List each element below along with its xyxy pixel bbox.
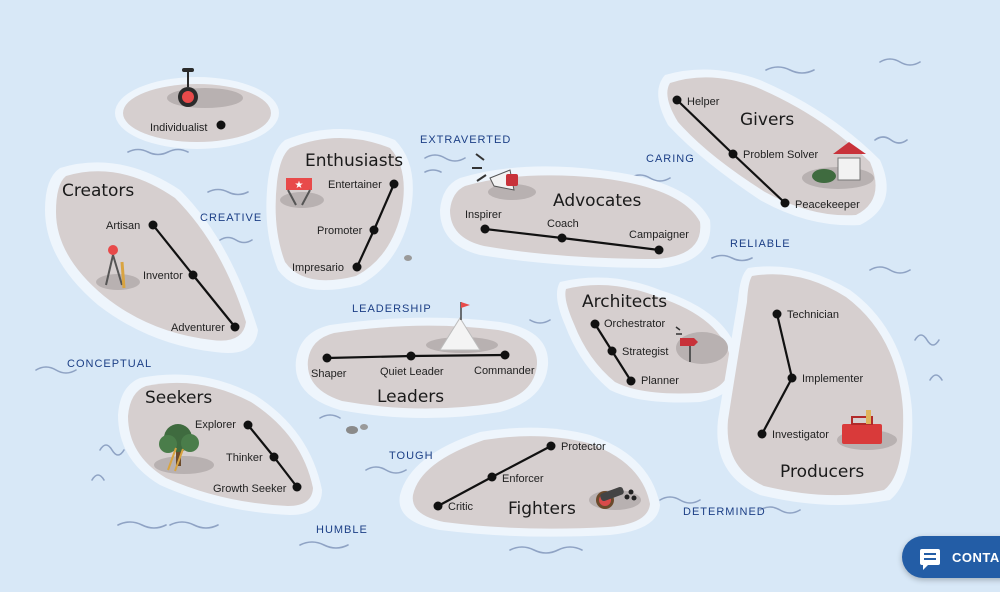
role-growth-seeker: Growth Seeker (213, 483, 287, 495)
svg-text:★: ★ (295, 180, 304, 191)
island-name-givers: Givers (740, 110, 794, 130)
island-producers: Producers Technician Implementer Investi… (717, 266, 913, 505)
island-individualist: Individualist (115, 68, 279, 149)
island-name-producers: Producers (780, 462, 864, 482)
toolbox-icon (842, 410, 882, 444)
island-creators: Creators Artisan Inventor Adventurer (45, 162, 258, 354)
role-enforcer: Enforcer (502, 473, 544, 485)
island-name-seekers: Seekers (145, 388, 212, 408)
island-name-leaders: Leaders (377, 387, 444, 407)
director-chair-icon: ★ (286, 178, 312, 206)
unicycle-icon (178, 68, 198, 107)
island-fighters: Fighters Protector Enforcer Critic (399, 427, 660, 537)
island-leaders: Leaders Shaper Quiet Leader Commander (295, 302, 549, 434)
wishing-well-icon (812, 142, 866, 183)
role-adventurer: Adventurer (171, 322, 225, 334)
role-protector: Protector (561, 441, 606, 453)
role-peacekeeper: Peacekeeper (795, 199, 860, 211)
role-artisan: Artisan (106, 220, 140, 232)
trait-tough: TOUGH (389, 450, 434, 462)
island-name-architects: Architects (582, 292, 667, 312)
contact-button[interactable]: CONTAC (902, 536, 1000, 578)
role-investigator: Investigator (772, 429, 829, 441)
compass-tool-icon (105, 245, 126, 289)
contact-button-label: CONTAC (952, 549, 1000, 565)
role-implementer: Implementer (802, 373, 863, 385)
role-individualist: Individualist (150, 122, 207, 134)
role-quiet-leader: Quiet Leader (380, 366, 444, 378)
island-name-advocates: Advocates (553, 191, 641, 211)
role-orchestrator: Orchestrator (604, 318, 665, 330)
island-architects: Architects Orchestrator Strategist Plann… (556, 277, 740, 403)
role-coach: Coach (547, 218, 579, 230)
island-name-fighters: Fighters (508, 499, 576, 519)
island-advocates: Advocates Inspirer Coach Campaigner (440, 153, 711, 268)
cannon-icon (596, 486, 637, 509)
role-promoter: Promoter (317, 225, 363, 237)
trait-conceptual: CONCEPTUAL (67, 358, 152, 370)
trait-reliable: RELIABLE (730, 238, 791, 250)
megaphone-icon (472, 153, 518, 191)
role-thinker: Thinker (226, 452, 263, 464)
trait-caring: CARING (646, 153, 695, 165)
signpost-icon (675, 326, 698, 362)
trait-creative: CREATIVE (200, 212, 262, 224)
trait-extraverted: EXTRAVERTED (420, 134, 511, 146)
island-enthusiasts: ★ Enthusiasts Entertainer Promoter Impre… (266, 129, 413, 290)
island-seekers: Seekers Explorer Thinker Growth Seeker (118, 374, 322, 515)
role-technician: Technician (787, 309, 839, 321)
role-critic: Critic (448, 501, 474, 513)
role-campaigner: Campaigner (629, 229, 689, 241)
role-commander: Commander (474, 365, 535, 377)
trait-humble: HUMBLE (316, 524, 368, 536)
role-inventor: Inventor (143, 270, 183, 282)
trait-determined: DETERMINED (683, 506, 766, 518)
role-explorer: Explorer (195, 419, 236, 431)
chat-icon (920, 549, 940, 570)
role-strategist: Strategist (622, 346, 668, 358)
role-shaper: Shaper (311, 368, 347, 380)
island-givers: Givers Helper Problem Solver Peacekeeper (658, 69, 887, 226)
tree-ladder-icon (159, 424, 199, 472)
trait-leadership: LEADERSHIP (352, 303, 432, 315)
trait-labels: EXTRAVERTED CARING CREATIVE RELIABLE LEA… (67, 134, 791, 536)
mountain-flag-icon (439, 302, 481, 351)
role-inspirer: Inspirer (465, 209, 502, 221)
sea-waves (35, 58, 943, 554)
role-entertainer: Entertainer (328, 179, 382, 191)
role-helper: Helper (687, 96, 720, 108)
role-planner: Planner (641, 375, 679, 387)
island-name-creators: Creators (62, 181, 134, 201)
role-impresario: Impresario (292, 262, 344, 274)
role-problem-solver: Problem Solver (743, 149, 819, 161)
island-name-enthusiasts: Enthusiasts (305, 151, 403, 171)
